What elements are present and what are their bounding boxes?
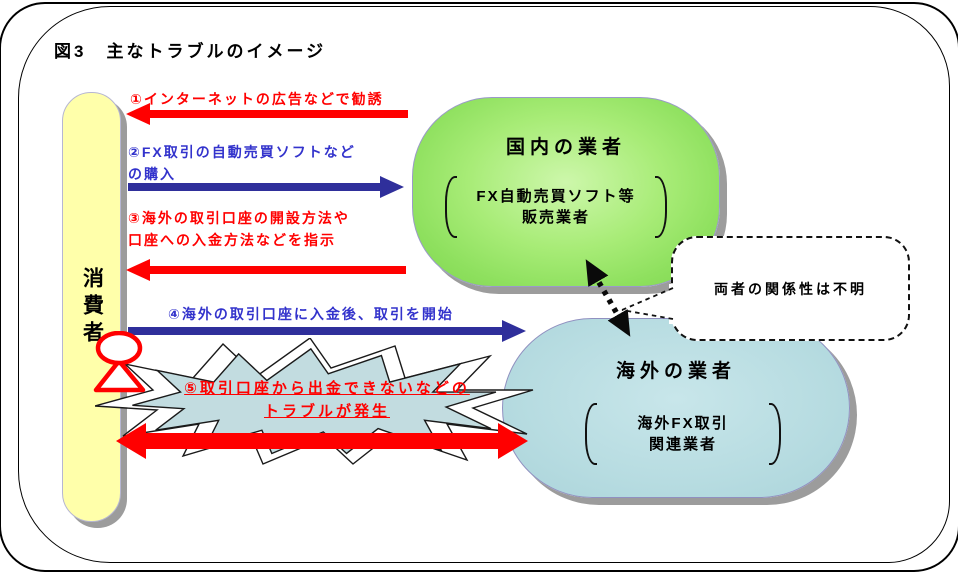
consumer-label: 消費者: [80, 266, 104, 348]
consumer-bar: 消費者: [62, 92, 121, 522]
flow-5-arrowhead-right-icon: [498, 423, 528, 459]
domestic-subtitle-line1: FX自動売買ソフト等: [476, 188, 636, 205]
flow-3-arrowhead-left-icon: [126, 259, 150, 281]
relationship-note-bubble: 両者の関係性は不明: [671, 236, 910, 341]
inner-frame: [18, 6, 950, 563]
overseas-subtitle-line1: 海外FX取引: [637, 415, 729, 432]
overseas-trader-subtitle: 海外FX取引 関連業者: [585, 403, 781, 465]
flow-4-arrow: [128, 327, 503, 335]
flow-2-arrowhead-right-icon: [380, 176, 404, 198]
flow-3-arrow: [149, 266, 406, 274]
person-icon: [93, 331, 146, 393]
right-bracket-icon: [655, 176, 667, 238]
flow-2-label-line2: の購入: [128, 166, 176, 182]
left-bracket-icon: [585, 403, 597, 465]
flow-5-label: ⑤取引口座から出金できないなどの トラブルが発生: [133, 377, 521, 423]
relationship-dotted-arrow-icon: [585, 259, 631, 337]
flow-3-label-line2: 口座への入金方法などを指示: [128, 232, 336, 248]
overseas-subtitle-line2: 関連業者: [648, 436, 717, 453]
flow-1-label: ①インターネットの広告などで勧誘: [130, 91, 384, 107]
flow-5-arrow-shaft: [143, 433, 501, 449]
relationship-note-text: 両者の関係性は不明: [714, 280, 867, 297]
flow-1-arrow: [149, 110, 408, 118]
domestic-trader-subtitle: FX自動売買ソフト等 販売業者: [445, 176, 667, 238]
domestic-trader-title: 国内の業者: [505, 137, 626, 158]
trouble-starburst: [95, 338, 534, 465]
flow-5-label-line2: トラブルが発生: [263, 403, 390, 420]
domestic-subtitle-line2: 販売業者: [521, 209, 590, 226]
flow-2-arrow: [128, 183, 381, 191]
flow-4-arrowhead-right-icon: [502, 320, 526, 342]
flow-1-arrowhead-left-icon: [126, 103, 150, 125]
flow-5-label-line1: ⑤取引口座から出金できないなどの: [184, 380, 470, 397]
flow-4-label: ④海外の取引口座に入金後、取引を開始: [168, 306, 454, 322]
flow-2-label-line1: ②FX取引の自動売買ソフトなど: [128, 144, 356, 160]
flow-5-double-arrow: [116, 423, 528, 459]
bubble-tail-gap: [669, 284, 675, 324]
left-bracket-icon: [445, 176, 457, 238]
flow-2-label: ②FX取引の自動売買ソフトなど の購入: [128, 141, 356, 185]
domestic-trader-box: 国内の業者 FX自動売買ソフト等 販売業者: [412, 97, 720, 287]
flow-3-label: ③海外の取引口座の開設方法や 口座への入金方法などを指示: [128, 207, 350, 251]
flow-5-arrowhead-left-icon: [116, 423, 146, 459]
right-bracket-icon: [769, 403, 781, 465]
flow-3-label-line1: ③海外の取引口座の開設方法や: [128, 210, 350, 226]
bubble-tail-icon: [621, 287, 674, 320]
overseas-trader-title: 海外の業者: [615, 361, 736, 382]
figure-title: 図3 主なトラブルのイメージ: [54, 42, 327, 61]
